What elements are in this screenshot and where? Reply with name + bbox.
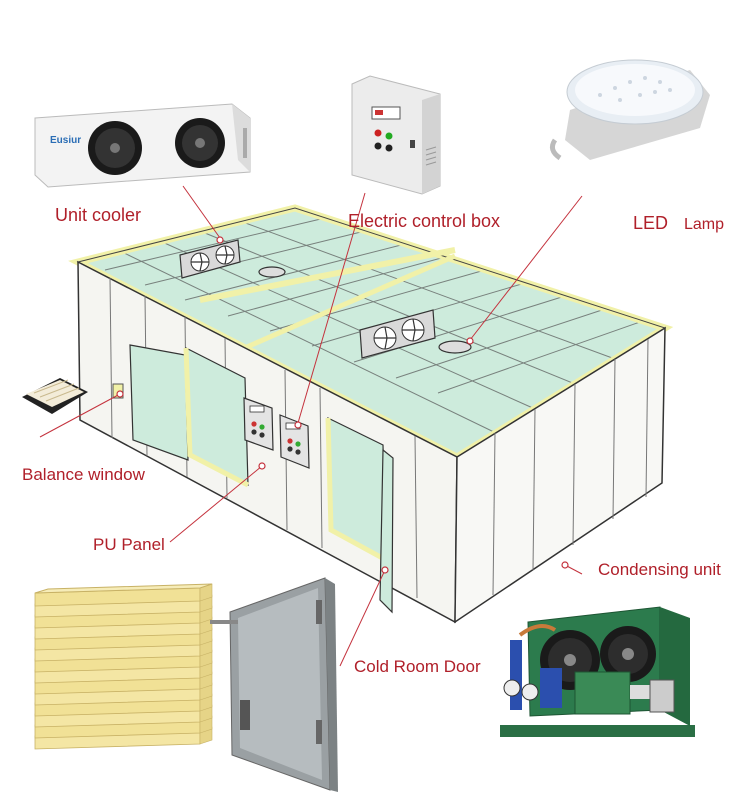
pu-panel-top [34, 583, 213, 594]
right-wall-panels [492, 338, 649, 596]
label-unit-cooler: Unit cooler [55, 205, 141, 225]
labels: Unit cooler Electric control box LED Lam… [22, 205, 724, 676]
label-pu-panel: PU Panel [93, 535, 165, 554]
open-door-right [325, 417, 394, 614]
label-condensing-unit: Condensing unit [598, 560, 721, 579]
label-balance-window: Balance window [22, 465, 146, 484]
callout-lines [39, 185, 583, 667]
led-lamp-photo [549, 59, 710, 161]
condensing-unit-photo [500, 606, 695, 737]
unit-cooler-photo: Eusiur [34, 103, 251, 188]
label-lamp: Lamp [684, 216, 724, 233]
ceiling-lamp-2 [438, 340, 472, 354]
label-cold-room-door: Cold Room Door [354, 657, 481, 676]
pu-panel-stack-photo [34, 583, 213, 750]
wall-control-box-1 [243, 397, 274, 451]
unit-cooler-brand-logo: Eusiur [50, 135, 81, 146]
cold-room-door-photo [210, 577, 338, 792]
control-box-photo [351, 75, 441, 195]
open-door-left [129, 344, 250, 488]
cold-room [68, 204, 674, 624]
right-wall [454, 326, 666, 624]
balance-window-slot [112, 383, 124, 399]
ceiling-unit-cooler-1 [179, 239, 241, 279]
label-led: LED [633, 213, 668, 233]
ceiling-unit-cooler-2 [359, 309, 436, 359]
label-electric-control-box: Electric control box [348, 211, 500, 231]
ceiling-lamp-1 [258, 266, 286, 278]
balance-window-photo [22, 378, 88, 414]
callout-dots [116, 236, 569, 574]
